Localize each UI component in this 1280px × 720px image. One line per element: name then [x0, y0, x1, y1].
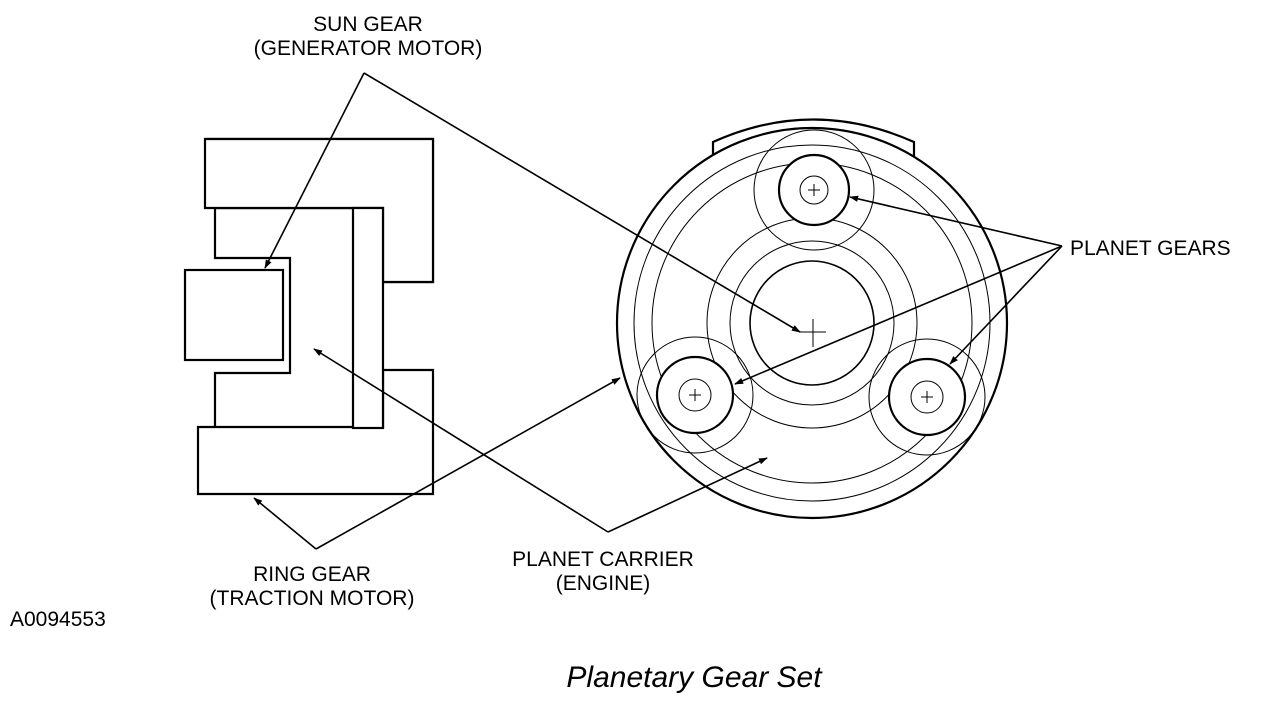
- diagram-title: Planetary Gear Set: [566, 661, 823, 694]
- planet-gear-left: [636, 336, 754, 454]
- side-view: [183, 137, 435, 496]
- front-view: [615, 118, 1009, 520]
- sun-gear-leader-front: [363, 72, 801, 333]
- planet-gears-leader-left: [734, 245, 1063, 385]
- sun-gear-front: [749, 260, 875, 386]
- sun-gear-hub: [183, 268, 285, 362]
- planet-carrier-label: PLANET CARRIER: [512, 548, 694, 571]
- ring-gear-label: RING GEAR: [253, 563, 371, 586]
- planet-gears-label: PLANET GEARS: [1070, 237, 1231, 260]
- sun-gear-leader-side: [264, 72, 365, 269]
- planet-gears-leader-top: [849, 195, 1063, 247]
- figure-id: A0094553: [10, 608, 106, 631]
- carrier-leader-front: [607, 457, 768, 533]
- planet-gear-top: [753, 129, 875, 251]
- planet-carrier-sublabel: (ENGINE): [556, 572, 651, 595]
- sun-gear-label: SUN GEAR: [313, 13, 423, 36]
- carrier-leader-side: [313, 348, 609, 533]
- carrier-plate-side: [351, 206, 385, 430]
- ring-gear-sublabel: (TRACTION MOTOR): [210, 587, 415, 610]
- leader-lines: [253, 72, 1063, 550]
- ring-gear-leader-front: [315, 377, 621, 550]
- sun-gear-sublabel: (GENERATOR MOTOR): [254, 37, 483, 60]
- planet-gear-right: [868, 338, 986, 456]
- planet-gears-leader-right: [949, 245, 1063, 365]
- ring-gear-leader-side: [253, 497, 317, 550]
